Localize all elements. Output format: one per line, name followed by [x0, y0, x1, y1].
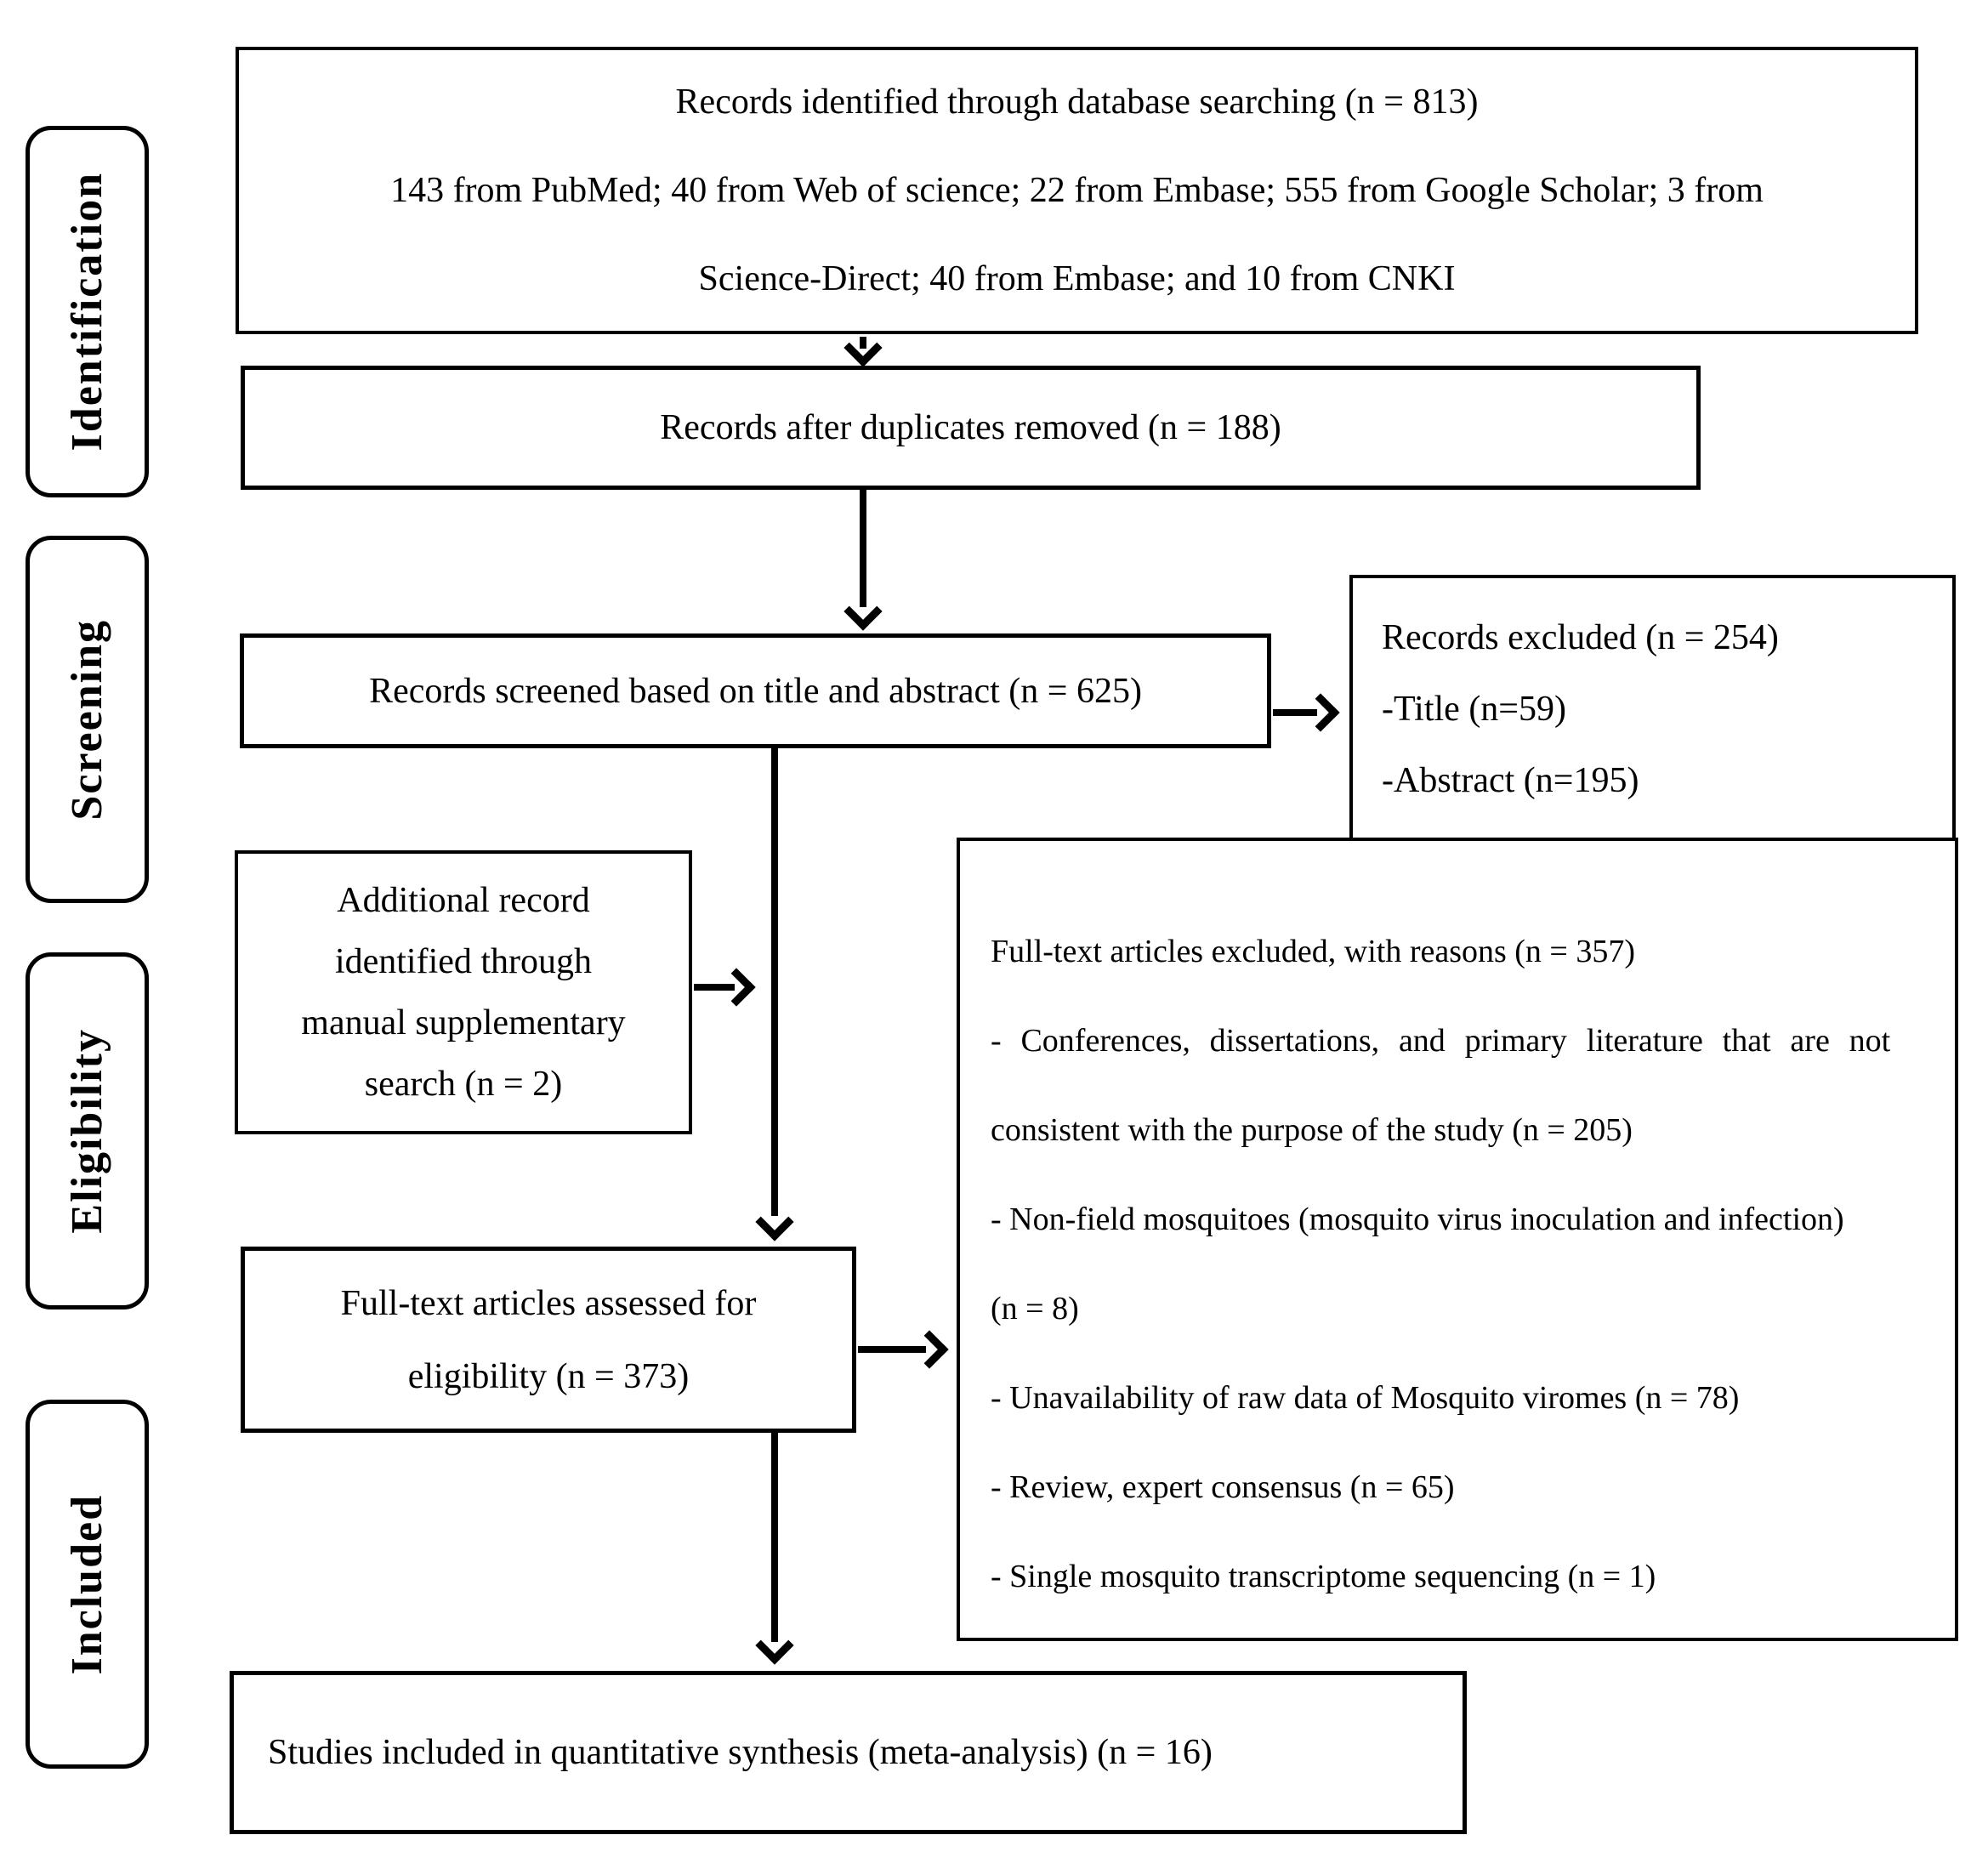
stage-label-text: Screening	[63, 618, 111, 821]
box-line: identified through	[334, 942, 593, 981]
box-additional-records: Additional record identified through man…	[235, 850, 692, 1134]
box-line: Full-text articles assessed for	[340, 1283, 757, 1323]
box-line: consistent with the purpose of the study…	[991, 1112, 1633, 1148]
arrow-shaft	[858, 1346, 926, 1353]
arrow-shaft	[771, 747, 778, 1216]
box-line: (n = 8)	[991, 1291, 1079, 1327]
box-line: - Review, expert consensus (n = 65)	[991, 1469, 1455, 1505]
box-fulltext-assessed: Full-text articles assessed for eligibil…	[241, 1247, 856, 1433]
box-line: -Title (n=59)	[1382, 690, 1566, 729]
stage-label-text: Identification	[63, 172, 111, 452]
arrow-shaft	[860, 488, 866, 607]
arrowhead-down	[843, 328, 883, 367]
box-line: Records after duplicates removed (n = 18…	[660, 408, 1281, 447]
box-line: - Unavailability of raw data of Mosquito…	[991, 1380, 1740, 1416]
stage-label-text: Included	[63, 1493, 111, 1675]
box-line: search (n = 2)	[364, 1065, 563, 1104]
box-line: Studies included in quantitative synthes…	[268, 1733, 1213, 1772]
box-line: Additional record	[337, 881, 590, 920]
box-line: Records screened based on title and abst…	[369, 671, 1142, 711]
box-line: - Single mosquito transcriptome sequenci…	[991, 1559, 1656, 1594]
box-records-screened: Records screened based on title and abst…	[240, 633, 1271, 748]
box-duplicates-removed: Records after duplicates removed (n = 18…	[241, 366, 1701, 490]
box-line: -Abstract (n=195)	[1382, 761, 1639, 800]
stage-label-eligibility: Eligibility	[26, 952, 149, 1309]
box-studies-included: Studies included in quantitative synthes…	[230, 1671, 1467, 1834]
arrowhead-down	[843, 592, 883, 631]
box-line: - Non-field mosquitoes (mosquito virus i…	[991, 1202, 1844, 1237]
stage-label-included: Included	[26, 1400, 149, 1769]
arrow-shaft	[771, 1431, 778, 1642]
arrowhead-right	[1301, 693, 1340, 732]
stage-label-text: Eligibility	[63, 1028, 111, 1234]
arrowhead-right	[717, 968, 756, 1007]
box-line: eligibility (n = 373)	[407, 1356, 690, 1396]
box-line: Records excluded (n = 254)	[1382, 618, 1779, 657]
arrow-shaft	[1273, 709, 1317, 716]
stage-label-screening: Screening	[26, 536, 149, 903]
box-line: Records identified through database sear…	[675, 82, 1479, 122]
box-records-identified: Records identified through database sear…	[236, 47, 1918, 334]
arrowhead-down	[755, 1202, 794, 1241]
arrowhead-right	[910, 1330, 949, 1369]
stage-label-identification: Identification	[26, 126, 149, 497]
box-records-excluded: Records excluded (n = 254) -Title (n=59)…	[1349, 575, 1956, 850]
box-line: - Conferences, dissertations, and primar…	[991, 1023, 1891, 1059]
box-line: Full-text articles excluded, with reason…	[991, 934, 1636, 969]
arrow-shaft	[694, 984, 735, 991]
box-fulltext-excluded: Full-text articles excluded, with reason…	[957, 838, 1958, 1641]
box-line: manual supplementary	[301, 1003, 626, 1042]
box-line: Science-Direct; 40 from Embase; and 10 f…	[698, 259, 1456, 298]
box-line: 143 from PubMed; 40 from Web of science;…	[390, 171, 1764, 210]
arrow-shaft	[860, 337, 866, 349]
arrowhead-down	[755, 1626, 794, 1665]
